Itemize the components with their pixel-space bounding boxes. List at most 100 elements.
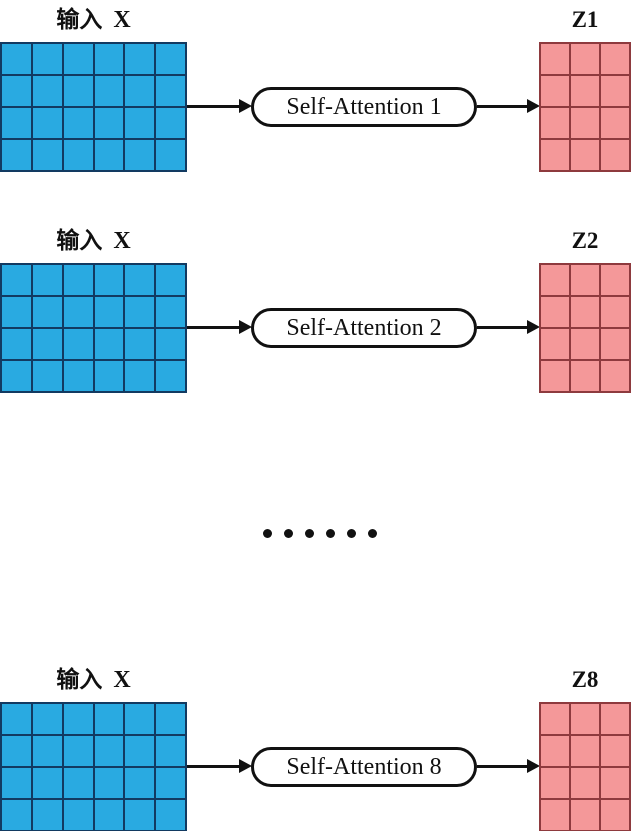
matrix-cell — [2, 44, 31, 74]
matrix-cell — [32, 265, 62, 295]
input-variable: X — [113, 7, 131, 33]
matrix-cell — [541, 108, 569, 138]
matrix-cell — [125, 329, 155, 359]
matrix-cell — [63, 768, 93, 798]
matrix-cell — [32, 704, 62, 734]
matrix-cell — [2, 297, 31, 327]
matrix-cell — [571, 329, 599, 359]
matrix-cell — [94, 329, 124, 359]
matrix-cell — [571, 265, 599, 295]
self-attention-block: Self-Attention 2 — [251, 308, 477, 348]
matrix-cell — [571, 297, 599, 327]
matrix-cell — [156, 800, 185, 830]
matrix-cell — [156, 768, 185, 798]
input-matrix — [0, 42, 187, 172]
matrix-cell — [94, 265, 124, 295]
matrix-cell — [601, 44, 629, 74]
matrix-cell — [2, 108, 31, 138]
input-word: 输入 — [56, 228, 103, 254]
matrix-cell — [601, 76, 629, 106]
arrow-line — [187, 765, 239, 768]
matrix-cell — [125, 361, 155, 391]
matrix-cell — [2, 140, 31, 170]
matrix-cell — [94, 297, 124, 327]
matrix-cell — [63, 265, 93, 295]
arrow-line — [477, 765, 527, 768]
matrix-cell — [571, 44, 599, 74]
matrix-cell — [32, 361, 62, 391]
ellipsis-dot — [305, 528, 314, 538]
arrow-line — [187, 105, 239, 108]
matrix-cell — [125, 76, 155, 106]
matrix-cell — [63, 704, 93, 734]
arrow-head-icon — [527, 320, 540, 334]
matrix-cell — [571, 800, 599, 830]
matrix-cell — [156, 736, 185, 766]
matrix-cell — [32, 736, 62, 766]
matrix-cell — [63, 76, 93, 106]
matrix-cell — [2, 704, 31, 734]
matrix-cell — [32, 44, 62, 74]
matrix-cell — [32, 76, 62, 106]
matrix-cell — [541, 800, 569, 830]
matrix-cell — [32, 108, 62, 138]
output-matrix — [539, 263, 631, 393]
matrix-cell — [601, 297, 629, 327]
self-attention-label: Self-Attention 1 — [286, 93, 442, 120]
matrix-cell — [541, 76, 569, 106]
matrix-cell — [601, 736, 629, 766]
arrow-line — [187, 326, 239, 329]
matrix-cell — [63, 108, 93, 138]
arrow-line — [477, 326, 527, 329]
matrix-cell — [601, 361, 629, 391]
matrix-cell — [2, 768, 31, 798]
matrix-cell — [32, 297, 62, 327]
matrix-cell — [601, 329, 629, 359]
matrix-cell — [2, 736, 31, 766]
arrow-head-icon — [239, 320, 252, 334]
ellipsis-dot — [368, 528, 377, 538]
matrix-cell — [63, 800, 93, 830]
matrix-cell — [94, 108, 124, 138]
matrix-cell — [541, 736, 569, 766]
matrix-cell — [32, 768, 62, 798]
matrix-cell — [601, 704, 629, 734]
matrix-cell — [541, 329, 569, 359]
input-matrix — [0, 702, 187, 831]
matrix-cell — [32, 140, 62, 170]
matrix-cell — [32, 329, 62, 359]
matrix-cell — [32, 800, 62, 830]
matrix-cell — [63, 361, 93, 391]
matrix-cell — [601, 800, 629, 830]
self-attention-label: Self-Attention 2 — [286, 314, 442, 341]
ellipsis-separator — [0, 515, 640, 551]
matrix-cell — [2, 361, 31, 391]
ellipsis-dot — [326, 528, 335, 538]
matrix-cell — [541, 297, 569, 327]
matrix-cell — [571, 768, 599, 798]
matrix-cell — [541, 265, 569, 295]
matrix-cell — [601, 108, 629, 138]
ellipsis-dot — [284, 528, 293, 538]
input-variable: X — [113, 228, 131, 254]
matrix-cell — [156, 704, 185, 734]
matrix-cell — [125, 108, 155, 138]
matrix-cell — [94, 736, 124, 766]
matrix-cell — [125, 704, 155, 734]
self-attention-label: Self-Attention 8 — [286, 753, 442, 780]
matrix-cell — [94, 704, 124, 734]
matrix-cell — [125, 736, 155, 766]
matrix-cell — [94, 140, 124, 170]
matrix-cell — [94, 361, 124, 391]
matrix-cell — [94, 768, 124, 798]
matrix-cell — [541, 704, 569, 734]
matrix-cell — [571, 361, 599, 391]
matrix-cell — [156, 361, 185, 391]
output-label: Z8 — [571, 667, 599, 692]
matrix-cell — [94, 76, 124, 106]
self-attention-block: Self-Attention 8 — [251, 747, 477, 787]
arrow-line — [477, 105, 527, 108]
